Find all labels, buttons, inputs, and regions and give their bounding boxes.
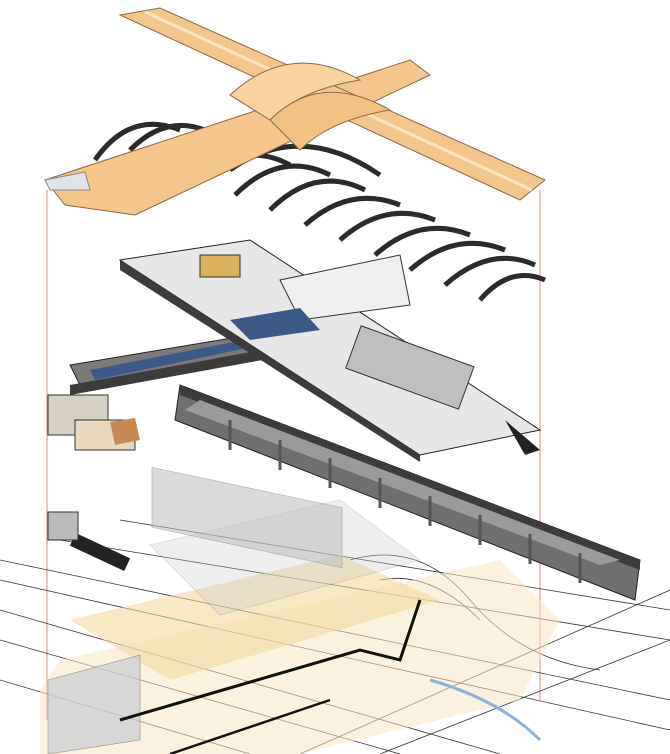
platform-level [47, 329, 641, 601]
footbridge [69, 329, 291, 395]
concourse-deck [118, 239, 542, 462]
roof [44, 7, 546, 216]
ground-level-plan [0, 466, 670, 754]
entrance-building [47, 394, 140, 451]
